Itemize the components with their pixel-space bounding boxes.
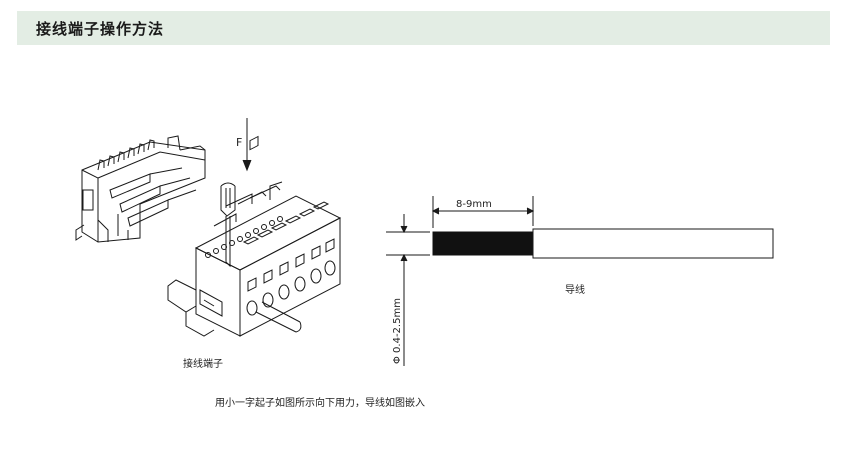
bare-conductor <box>432 231 534 256</box>
terminal-caption: 接线端子 <box>183 359 223 370</box>
force-arrow <box>242 118 252 172</box>
diameter-dimension <box>386 214 430 366</box>
section-header: 接线端子操作方法 <box>17 11 830 45</box>
wire-insulation <box>532 228 774 259</box>
instruction-text: 用小一字起子如图所示向下用力，导线如图嵌入 <box>215 398 425 409</box>
wire-caption: 导线 <box>565 285 585 296</box>
strip-length-dimension <box>431 196 535 228</box>
force-label: F <box>236 136 242 149</box>
strip-length-label: 8-9mm <box>456 199 492 210</box>
stripped-wire <box>432 228 774 259</box>
screwdriver <box>220 182 236 268</box>
pin-header-connector <box>75 135 206 243</box>
page-title: 接线端子操作方法 <box>36 20 165 38</box>
diameter-label: Φ 0.4-2.5mm <box>392 298 403 364</box>
spring-terminal-connector <box>167 135 342 337</box>
